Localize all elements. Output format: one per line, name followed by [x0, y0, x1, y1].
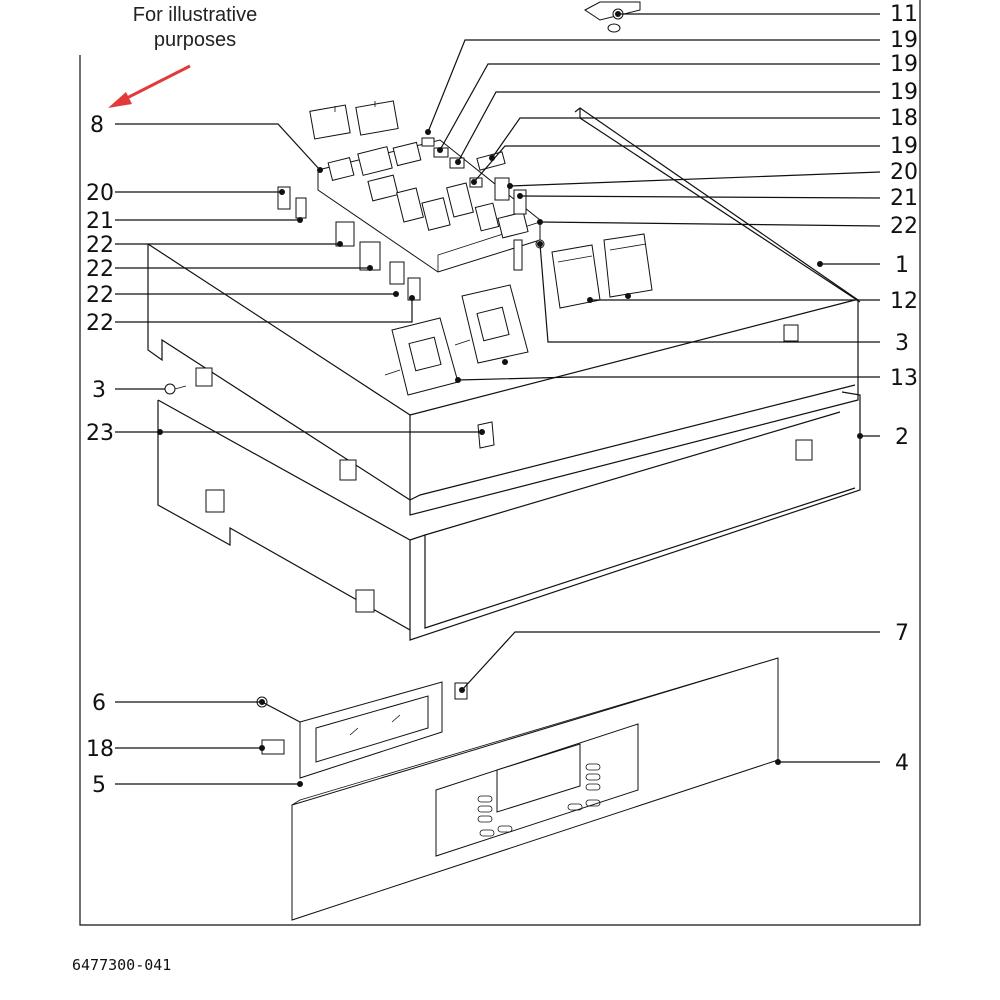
callout-11: 11 — [890, 2, 918, 27]
callout-22: 22 — [890, 214, 918, 239]
callout-13: 13 — [890, 366, 918, 391]
control-panel — [291, 657, 779, 921]
callouts-right: 11 19 19 19 18 19 20 21 22 1 12 3 13 2 7… — [890, 2, 918, 776]
callout-5: 5 — [92, 773, 106, 798]
callout-3: 3 — [895, 331, 909, 356]
callout-18: 18 — [86, 737, 114, 762]
callout-4: 4 — [895, 751, 909, 776]
leader-dots-left — [157, 167, 485, 787]
leader-lines-left — [115, 123, 482, 785]
leader-dots-right — [425, 11, 863, 765]
control-board — [309, 100, 541, 273]
callout-2: 2 — [895, 425, 909, 450]
callout-19: 19 — [890, 52, 918, 77]
base-pan — [157, 391, 861, 641]
note-line-1: For illustrative — [132, 4, 258, 26]
callout-19: 19 — [890, 28, 918, 53]
relay-components-left — [277, 186, 421, 301]
callout-23: 23 — [86, 421, 114, 446]
callout-20: 20 — [86, 181, 114, 206]
note-line-2: purposes — [153, 29, 237, 51]
callout-6: 6 — [92, 691, 106, 716]
callout-18: 18 — [890, 106, 918, 131]
callout-22: 22 — [86, 233, 114, 258]
diagram-frame — [79, 0, 921, 926]
callout-22: 22 — [86, 283, 114, 308]
callout-21: 21 — [890, 186, 918, 211]
leader-lines-right — [427, 13, 881, 763]
heat-shields-part-13 — [384, 284, 529, 396]
red-arrow-icon — [108, 64, 191, 108]
chassis-tray — [147, 107, 861, 516]
callout-19: 19 — [890, 80, 918, 105]
callout-12: 12 — [890, 289, 918, 314]
callout-22: 22 — [86, 311, 114, 336]
screw-part-3 — [164, 383, 187, 395]
part-11-bracket — [584, 1, 641, 33]
transformers-part-12 — [551, 233, 653, 309]
callout-21: 21 — [86, 209, 114, 234]
callout-1: 1 — [895, 253, 909, 278]
callouts-left: 8 20 21 22 22 22 22 3 23 6 18 5 — [86, 113, 114, 798]
callout-20: 20 — [890, 160, 918, 185]
callout-3: 3 — [92, 378, 106, 403]
document-number: 6477300-041 — [72, 956, 172, 974]
callout-7: 7 — [895, 621, 909, 646]
callout-19: 19 — [890, 134, 918, 159]
illustrative-note: For illustrative purposes — [100, 3, 290, 53]
callout-8: 8 — [90, 113, 104, 138]
callout-22: 22 — [86, 257, 114, 282]
